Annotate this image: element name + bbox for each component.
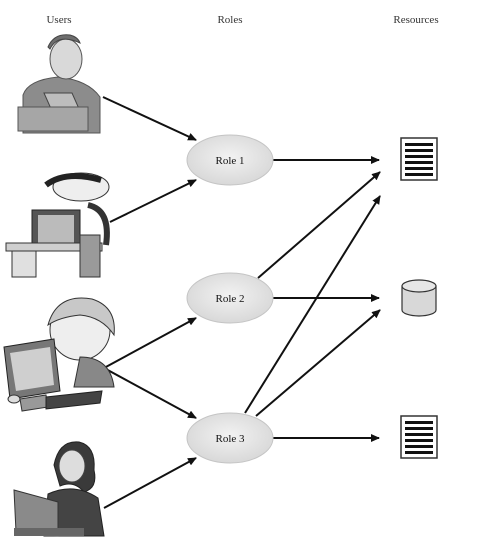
role-node: Role 1 <box>186 134 274 186</box>
document-icon <box>400 137 438 181</box>
role-node: Role 2 <box>186 272 274 324</box>
child-at-computer-icon <box>3 297 115 412</box>
user-on-laptop-icon <box>17 34 101 134</box>
users-header: Users <box>46 14 72 26</box>
role-label: Role 3 <box>215 433 245 445</box>
arrow <box>103 367 197 419</box>
role-node: Role 3 <box>186 412 274 464</box>
user-at-desktop-with-cap-icon <box>5 172 110 278</box>
role-label: Role 2 <box>215 293 244 305</box>
arrows-layer <box>102 96 381 509</box>
woman-with-laptop-icon <box>13 441 105 537</box>
arrow <box>244 195 381 414</box>
role-label: Role 1 <box>215 155 244 167</box>
arrow <box>109 179 197 223</box>
arrow <box>103 317 197 369</box>
resources-header: Resources <box>393 14 439 26</box>
arrow <box>255 309 381 417</box>
arrow <box>102 96 197 141</box>
arrow <box>257 171 381 279</box>
document-icon <box>400 415 438 459</box>
database-icon <box>401 279 437 317</box>
arrow <box>103 457 197 509</box>
roles-header: Roles <box>217 14 243 26</box>
